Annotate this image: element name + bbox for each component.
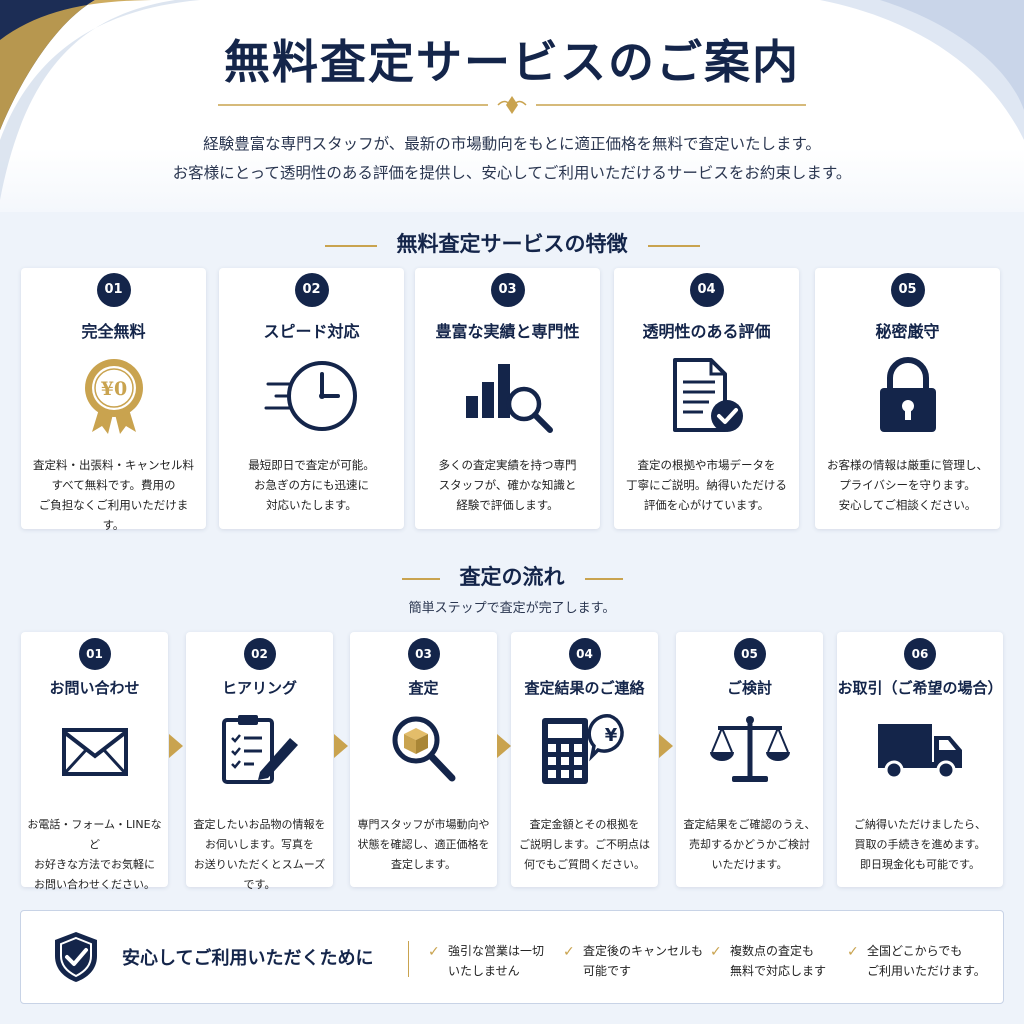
scale-icon: [709, 716, 790, 782]
document-check-icon: [672, 358, 743, 432]
svg-text:¥0: ¥0: [100, 378, 126, 400]
trust-title: 安心してご利用いただくために: [122, 948, 374, 969]
feature-desc: 多くの査定実績を持つ専門スタッフが、確かな知識と経験で評価します。: [438, 458, 577, 512]
step-desc: 査定金額とその根拠をご説明します。ご不明点は何でもご質問ください。: [519, 818, 650, 871]
feature-desc: 最短即日で査定が可能。お急ぎの方にも迅速に対応いたします。: [248, 458, 375, 512]
step-card-result: 04 査定結果のご連絡 ¥ 査定金額とその根拠をご説明します。ご不明点は何でもご…: [511, 632, 658, 887]
clipboard-pen-icon: [221, 715, 298, 784]
feature-card-confidentiality: 05 秘密厳守 お客様の情報は厳重に管理し、プライバシーを守ります。安心してご相…: [815, 268, 1000, 529]
feature-desc: 査定料・出張料・キャンセル料すべて無料です。費用のご負担なくご利用いただけます。: [33, 458, 194, 532]
fast-clock-icon: [264, 361, 357, 431]
trust-banner: 安心してご利用いただくために ✓ 強引な営業は一切いたしません ✓ 査定後のキャ…: [20, 910, 1004, 1004]
check-icon: ✓: [563, 944, 575, 960]
step-card-hearing: 02 ヒアリング 査定したいお品物の情報をお伺いします。写真をお送りいただくとス…: [186, 632, 333, 891]
step-desc: 査定結果をご確認のうえ、売却するかどうかご検討いただけます。: [683, 818, 816, 871]
trust-item: ✓ 査定後のキャンセルも可能です: [563, 944, 704, 978]
feature-desc: お客様の情報は厳重に管理し、プライバシーを守ります。安心してご相談ください。: [827, 458, 988, 512]
padlock-icon: [879, 357, 936, 432]
check-icon: ✓: [428, 944, 440, 960]
feature-card-transparency: 04 透明性のある評価 査定の根拠や市場データを丁寧にご説明。納得いただける評価…: [614, 268, 799, 529]
truck-icon: [878, 724, 962, 780]
flow-arrow: [334, 734, 348, 758]
flow-arrow: [497, 734, 511, 758]
step-card-inquiry: 01 お問い合わせ お電話・フォーム・LINEなどお好きな方法でお気軽にお問い合…: [21, 632, 168, 891]
feature-desc: 査定の根拠や市場データを丁寧にご説明。納得いただける評価を心がけています。: [626, 458, 787, 512]
step-desc: 専門スタッフが市場動向や状態を確認し、適正価格を査定します。: [357, 818, 490, 871]
trust-item: ✓ 強引な営業は一切いたしません: [428, 944, 545, 978]
trust-item: ✓ 複数点の査定も無料で対応します: [710, 944, 827, 978]
chart-magnifier-icon: [465, 364, 553, 433]
magnifier-box-icon: [392, 716, 455, 782]
yen-zero-award-icon: ¥0: [84, 359, 143, 434]
calculator-yen-icon: ¥: [541, 714, 624, 784]
trust-item: ✓ 全国どこからでもご利用いただけます。: [847, 944, 986, 978]
feature-card-expertise: 03 豊富な実績と専門性 多くの査定実績を持つ専門スタッフが、確かな知識と経験で…: [415, 268, 600, 529]
shield-check-icon: [55, 932, 97, 982]
decorative-swoosh: [0, 0, 1024, 200]
hero-section: 無料査定サービスのご案内 経験豊富な専門スタッフが、最新の市場動向をもとに適正価…: [0, 0, 1024, 212]
step-desc: ご納得いただけましたら、買取の手続きを進めます。即日現金化も可能です。: [854, 818, 986, 871]
flow-heading: 査定の流れ: [0, 561, 1024, 591]
step-desc: 査定したいお品物の情報をお伺いします。写真をお送りいただくとスムーズです。: [193, 818, 326, 891]
check-icon: ✓: [710, 944, 722, 960]
feature-card-speed: 02 スピード対応 最短即日で査定が可能。お急ぎの方にも迅速に対応いたします。: [219, 268, 404, 529]
envelope-icon: [61, 728, 128, 776]
title-ornament: [218, 96, 806, 114]
step-desc: お電話・フォーム・LINEなどお好きな方法でお気軽にお問い合わせください。: [27, 818, 162, 891]
flow-subheading: 簡単ステップで査定が完了します。: [408, 601, 616, 616]
page-title: 無料査定サービスのご案内: [224, 35, 800, 89]
trust-divider: [408, 941, 409, 977]
hero-description: 経験豊富な専門スタッフが、最新の市場動向をもとに適正価格を無料で査定いたします。…: [172, 135, 852, 182]
step-card-appraisal: 03 査定 専門スタッフが市場動向や状態を確認し、適正価格を査定します。: [350, 632, 497, 887]
flow-arrow: [659, 734, 673, 758]
feature-card-free: 01 完全無料 ¥0 査定料・出張料・キャンセル料すべて無料です。費用のご負担な…: [21, 268, 206, 532]
svg-text:¥: ¥: [604, 725, 617, 746]
step-card-transaction: 06 お取引（ご希望の場合） ご納得いただけましたら、買取の手続きを進めます。即…: [837, 632, 1003, 887]
flow-arrow: [169, 734, 183, 758]
check-icon: ✓: [847, 944, 859, 960]
features-heading: 無料査定サービスの特徴: [0, 228, 1024, 258]
step-card-consideration: 05 ご検討 査定結果をご確認のうえ、売却するかどうかご検討いただけます。: [676, 632, 823, 887]
